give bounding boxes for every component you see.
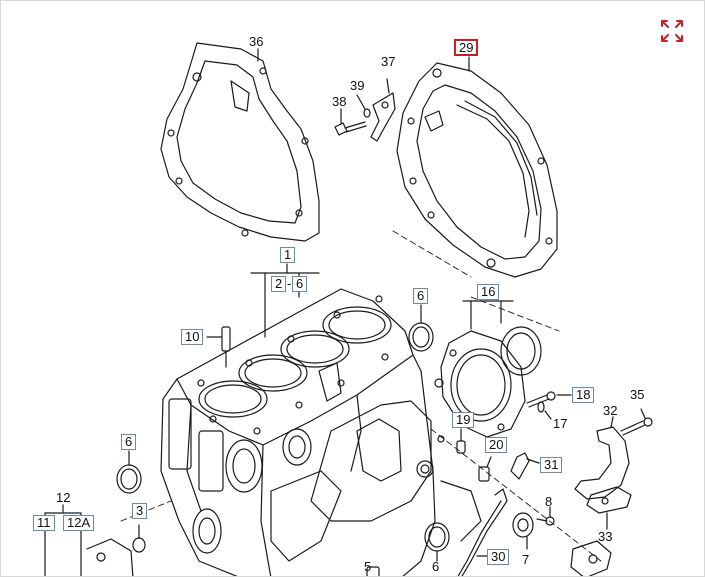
seal-flange-16 <box>434 300 542 438</box>
sender-7 <box>512 512 534 550</box>
callout-16-link[interactable]: 16 <box>477 284 500 300</box>
fullscreen-toggle-button[interactable] <box>659 18 685 44</box>
washer-17 <box>537 401 552 420</box>
dowel-19 <box>456 428 466 454</box>
cover-plate-29 <box>396 56 558 278</box>
seal-6-bottom <box>424 522 450 562</box>
callout-30-link[interactable]: 30 <box>487 549 510 565</box>
seal-6-left <box>116 450 142 494</box>
callout-39: 39 <box>350 78 365 93</box>
callout-6-link-left[interactable]: 6 <box>121 434 137 450</box>
engine-block <box>160 288 482 576</box>
clamp-32 <box>574 416 630 500</box>
callout-31-link[interactable]: 31 <box>540 457 563 473</box>
bracket-37 <box>370 78 396 142</box>
bolt-18 <box>526 391 572 408</box>
bolt-35 <box>620 408 653 436</box>
bracket-33 <box>586 486 632 530</box>
callout-7: 7 <box>522 552 530 567</box>
callout-10-link[interactable]: 10 <box>181 329 204 345</box>
stud-10 <box>206 326 231 368</box>
seal-6-right <box>408 304 434 352</box>
callout-37: 37 <box>381 54 396 69</box>
callout-1-link[interactable]: 1 <box>280 247 296 263</box>
callout-29-link[interactable]: 29 <box>454 39 479 56</box>
guide-lines <box>120 230 602 562</box>
callout-38: 38 <box>332 94 347 109</box>
callout-6-bottom: 6 <box>432 559 440 574</box>
washer-39 <box>356 94 371 118</box>
callout-6-link-top[interactable]: 6 <box>292 276 308 292</box>
plug-3 <box>132 524 146 553</box>
callout-11-link[interactable]: 11 <box>33 515 55 531</box>
callout-5: 5 <box>364 559 372 574</box>
callout-35: 35 <box>630 387 645 402</box>
callout-33: 33 <box>598 529 613 544</box>
callout-19-link[interactable]: 19 <box>452 412 475 428</box>
plug-5 <box>366 566 380 576</box>
pump-housing-12a <box>86 538 134 576</box>
callout-20-link[interactable]: 20 <box>485 437 508 453</box>
callout-2-link[interactable]: 2 <box>271 276 287 292</box>
callout-separator: - <box>287 276 292 291</box>
callout-12: 12 <box>56 490 71 505</box>
callout-12a-link[interactable]: 12A <box>63 515 95 531</box>
bolt-38 <box>334 108 367 136</box>
callout-8: 8 <box>545 494 553 509</box>
gasket-36 <box>160 42 320 242</box>
callout-3-link[interactable]: 3 <box>132 503 148 519</box>
callout-36: 36 <box>249 34 264 49</box>
callout-18-link[interactable]: 18 <box>572 387 595 403</box>
oil-pipe-31 <box>510 452 540 480</box>
callout-32: 32 <box>603 403 618 418</box>
callout-6-link-right[interactable]: 6 <box>413 288 429 304</box>
expand-arrows-icon <box>661 20 683 42</box>
group-bracket-1 <box>250 263 320 338</box>
callout-17: 17 <box>553 416 568 431</box>
sensor-plug <box>570 540 612 576</box>
bolt-8 <box>536 506 555 526</box>
dowel-20 <box>478 456 492 482</box>
